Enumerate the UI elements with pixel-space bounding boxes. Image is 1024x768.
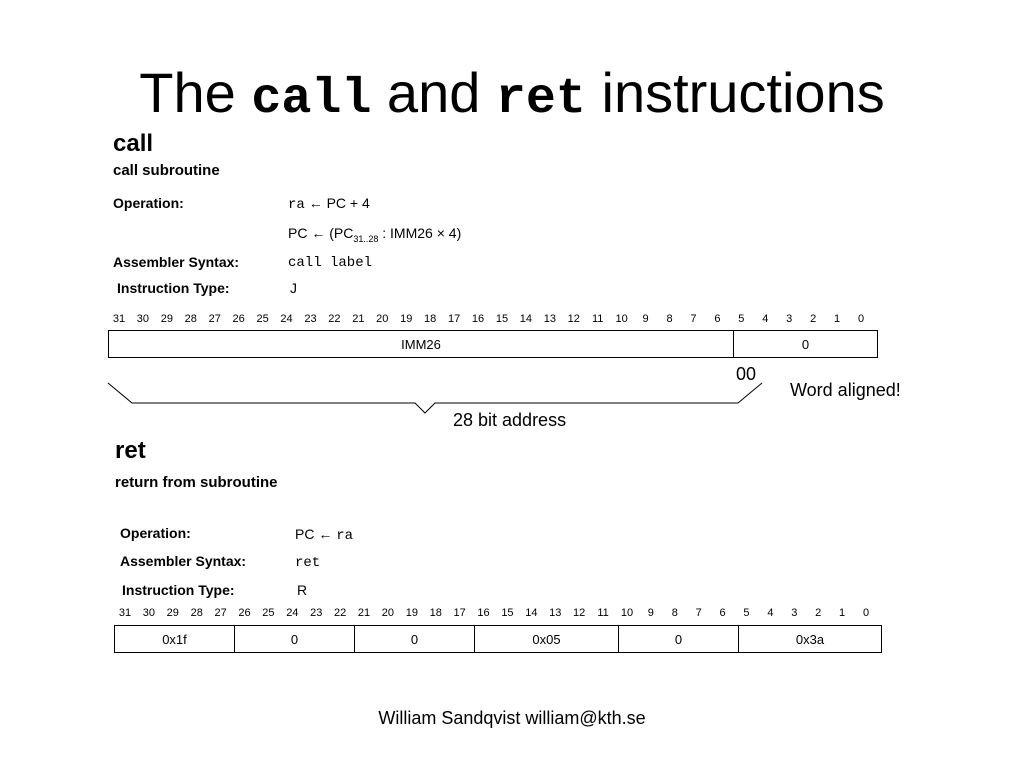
bit-number: 1 [834, 313, 841, 325]
bit-number: 26 [232, 313, 245, 325]
ret-field-opx: 0x05 [474, 625, 619, 653]
bit-number: 9 [647, 607, 654, 619]
bit-number: 14 [519, 313, 533, 325]
ret-operation: PC ← ra [295, 526, 354, 544]
ret-type: R [297, 582, 308, 598]
ret-syntax: ret [295, 555, 321, 571]
bit-number: 30 [142, 607, 156, 619]
bit-number: 13 [543, 313, 556, 325]
ret-syntax-label: Assembler Syntax: [120, 553, 247, 569]
call-type: J [290, 280, 297, 296]
bit-number: 8 [666, 313, 673, 325]
bit-number: 10 [615, 313, 628, 325]
bit-number: 12 [573, 607, 586, 619]
ret-field-imm5: 0 [618, 625, 739, 653]
bit-number: 14 [525, 607, 538, 619]
bit-number: 21 [357, 607, 371, 619]
bit-number: 13 [549, 607, 562, 619]
call-heading: call [113, 130, 154, 157]
bit-number: 24 [286, 607, 299, 619]
bit-number: 29 [160, 313, 173, 325]
ret-operation-label: Operation: [120, 525, 191, 541]
slide-title: The call and ret instructions [139, 61, 885, 128]
bit-number: 19 [400, 313, 413, 325]
bit-number: 25 [256, 313, 269, 325]
bit-number: 0 [857, 313, 865, 325]
bit-number: 22 [328, 313, 341, 325]
bit-number: 15 [495, 313, 509, 325]
ret-heading: ret [115, 437, 146, 464]
call-operation-line1: ra ← PC + 4 [288, 195, 370, 213]
ret-field-c: 0 [354, 625, 475, 653]
call-subtitle: call subroutine [113, 162, 220, 179]
bit-number: 21 [352, 313, 365, 325]
bit-number: 29 [166, 607, 179, 619]
bit-number: 20 [376, 313, 389, 325]
bit-number: 8 [671, 607, 678, 619]
ret-field-opcode: 0x3a [738, 625, 882, 653]
bit-number: 17 [447, 313, 461, 325]
bit-number: 27 [214, 607, 227, 619]
bit-number: 0 [862, 607, 870, 619]
ret-subtitle: return from subroutine [115, 474, 278, 491]
bit-number: 5 [743, 607, 750, 619]
bit-number: 22 [334, 607, 347, 619]
ret-field-b: 0 [234, 625, 355, 653]
call-field-zero: 0 [733, 330, 878, 358]
bit-number: 10 [620, 607, 634, 619]
bit-number: 7 [690, 313, 697, 325]
bit-number: 9 [642, 313, 649, 325]
bit-number: 20 [381, 607, 395, 619]
bit-number: 1 [839, 607, 846, 619]
bit-number: 11 [591, 313, 604, 325]
bit-number: 3 [786, 313, 793, 325]
bit-number: 15 [501, 607, 514, 619]
bit-number: 30 [136, 313, 150, 325]
bit-number: 24 [280, 313, 293, 325]
bit-number: 25 [262, 607, 275, 619]
bit-number: 6 [719, 607, 726, 619]
ret-type-label: Instruction Type: [122, 582, 235, 598]
call-operation-label: Operation: [113, 195, 184, 211]
bit-number: 16 [471, 313, 485, 325]
call-type-label: Instruction Type: [117, 280, 230, 296]
bit-number: 12 [567, 313, 580, 325]
bit-number: 18 [429, 607, 442, 619]
call-operation-line2: PC ← (PC31..28 : IMM26 × 4) [288, 225, 462, 244]
bit-number: 23 [304, 313, 317, 325]
bit-number: 6 [714, 313, 721, 325]
bit-number: 26 [238, 607, 251, 619]
bit-number: 31 [112, 313, 126, 325]
bit-number: 5 [738, 313, 745, 325]
ret-field-opx-hi: 0x1f [114, 625, 235, 653]
footer-author: William Sandqvist william@kth.se [378, 708, 646, 728]
bit-number: 23 [310, 607, 323, 619]
bit-number: 7 [695, 607, 702, 619]
bit-number: 2 [810, 313, 817, 325]
bit-number: 3 [791, 607, 798, 619]
bit-number: 18 [424, 313, 437, 325]
annotation-28-bit-address: 28 bit address [453, 410, 567, 430]
bit-number: 27 [208, 313, 221, 325]
bit-number: 4 [767, 607, 774, 619]
bit-number: 31 [118, 607, 132, 619]
bit-number: 19 [405, 607, 418, 619]
bit-number: 11 [597, 607, 609, 619]
annotation-word-aligned: Word aligned! [790, 380, 901, 400]
bit-number: 2 [815, 607, 822, 619]
bit-number: 28 [190, 607, 203, 619]
bit-number: 28 [184, 313, 197, 325]
bit-number: 4 [762, 313, 769, 325]
call-syntax: call label [288, 255, 373, 271]
call-syntax-label: Assembler Syntax: [113, 254, 240, 270]
bit-number: 17 [453, 607, 466, 619]
annotation-00: 00 [736, 364, 757, 384]
bit-number: 16 [477, 607, 490, 619]
